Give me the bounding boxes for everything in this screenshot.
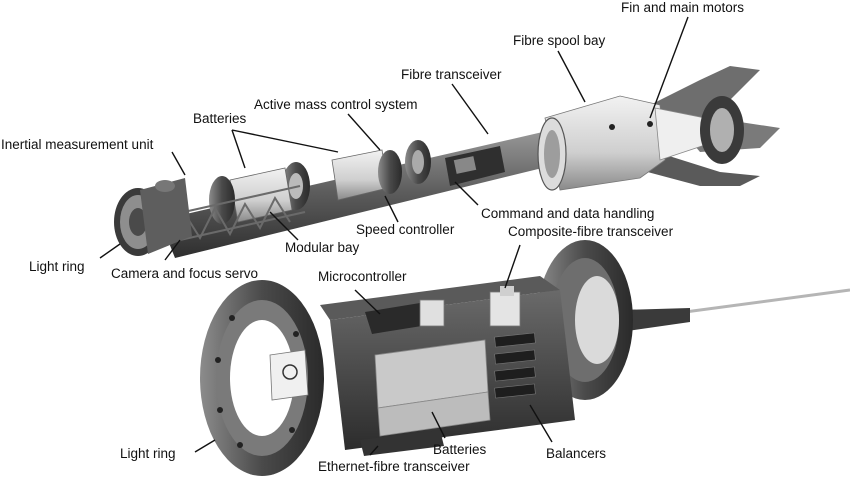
front-flange-bolts: [215, 315, 299, 448]
label-light-ring-top: Light ring: [29, 259, 85, 274]
fibre-spool-shell: [544, 95, 666, 191]
label-modular-bay: Modular bay: [285, 240, 360, 255]
leader-light-ring-top: [99, 243, 121, 259]
ethernet-transceiver: [360, 430, 444, 456]
leader-microcontroller: [354, 289, 381, 315]
spool-inner-ring: [544, 130, 560, 178]
label-command-data: Command and data handling: [481, 206, 655, 221]
imu-module: [155, 180, 175, 192]
label-fin-motors: Fin and main motors: [621, 0, 745, 15]
ring-bulkhead-1: [209, 176, 235, 224]
leader-batteries-a: [231, 129, 246, 169]
battery-panel-lower: [377, 391, 491, 437]
cable-nozzle: [620, 308, 690, 332]
leader-lines: [99, 16, 689, 456]
leader-balancers: [529, 404, 553, 443]
leader-fibre-spool: [557, 50, 586, 103]
leader-light-ring-bottom: [194, 439, 216, 453]
light-ring-bracket: [269, 349, 309, 401]
microcontroller-board: [365, 303, 428, 334]
leader-active-mass: [347, 113, 381, 151]
leader-fibre-transceiver: [451, 83, 489, 135]
label-light-ring-bottom: Light ring: [120, 446, 176, 461]
label-balancers: Balancers: [546, 446, 607, 461]
top-vehicle: [114, 66, 780, 258]
modular-bay-truss: [174, 185, 306, 241]
label-batteries-bottom: Batteries: [433, 442, 487, 457]
ring-bulkhead-4-core: [412, 150, 424, 174]
camera-lens: [129, 208, 147, 236]
microcontroller-chip: [419, 299, 445, 327]
label-fibre-transceiver: Fibre transceiver: [401, 67, 502, 82]
tail-fin-lower: [640, 150, 760, 186]
leader-ethernet: [369, 445, 379, 456]
balancer-slots: [494, 332, 536, 399]
spool-bolt: [609, 124, 615, 130]
label-imu: Inertial measurement unit: [1, 137, 154, 152]
leader-camera: [164, 239, 181, 261]
label-active-mass: Active mass control system: [254, 97, 418, 112]
rear-flange-shine: [575, 276, 619, 364]
label-camera-focus: Camera and focus servo: [111, 266, 259, 281]
label-microcontroller: Microcontroller: [318, 269, 407, 284]
leader-batteries-b: [231, 129, 339, 153]
ring-bulkhead-3: [378, 150, 402, 194]
leader-modular-bay: [269, 211, 299, 241]
light-ring-emitter: [282, 364, 298, 380]
bottom-module: [200, 240, 850, 476]
nose-housing: [140, 178, 192, 254]
composite-transceiver-block: [489, 291, 521, 327]
label-speed-controller: Speed controller: [356, 222, 455, 237]
leader-command-data: [454, 181, 479, 206]
leader-composite: [504, 244, 521, 289]
label-batteries-top: Batteries: [193, 111, 247, 126]
label-composite-fibre: Composite-fibre transceiver: [508, 224, 674, 239]
tail-shroud-inner: [710, 108, 734, 152]
composite-connector: [500, 286, 514, 296]
leader-batteries-bottom: [431, 411, 446, 439]
leader-speed-controller: [384, 195, 399, 223]
label-ethernet-fibre: Ethernet-fibre transceiver: [318, 459, 470, 474]
transceiver-chip: [453, 156, 477, 174]
front-flange-opening: [230, 320, 294, 436]
leader-imu: [171, 151, 186, 176]
label-fibre-spool-bay: Fibre spool bay: [513, 33, 606, 48]
leader-fin-motors: [649, 16, 689, 119]
motor-bolt: [647, 121, 653, 127]
